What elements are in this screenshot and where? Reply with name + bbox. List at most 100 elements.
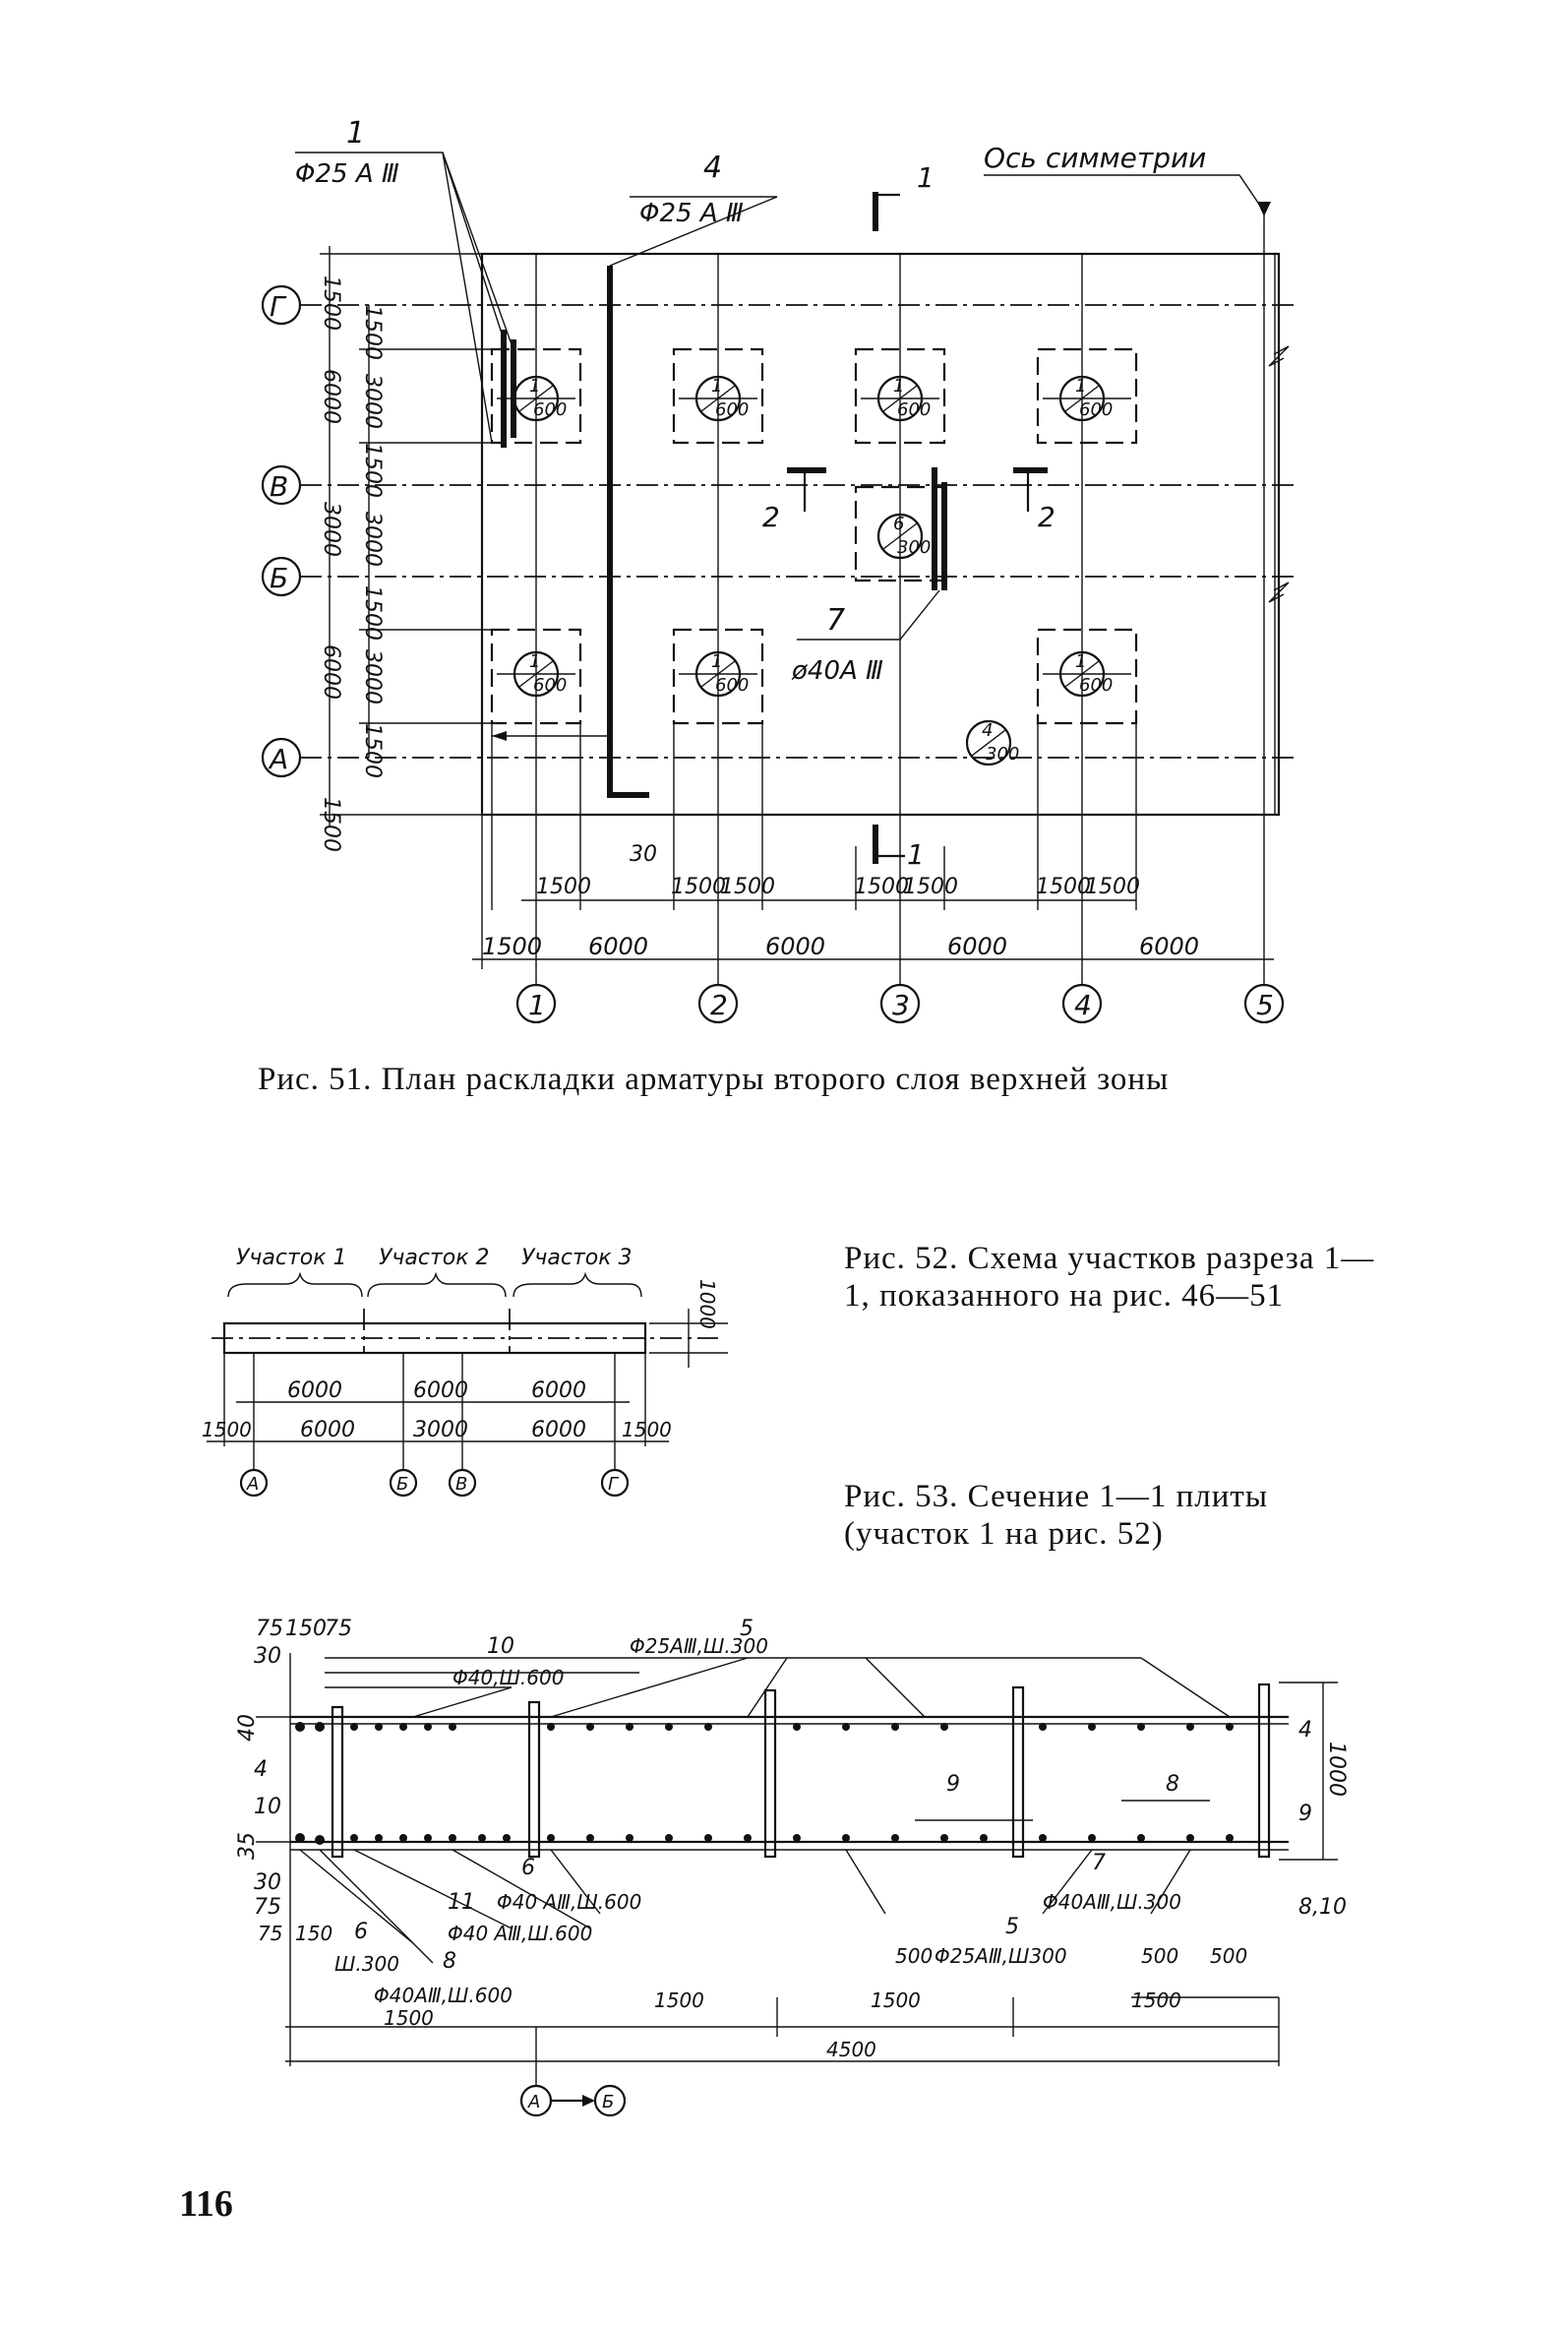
slab-outline [480, 252, 1281, 817]
f53-axis-a: А [527, 2092, 540, 2112]
mark-1d: 1 [1075, 376, 1086, 397]
fig51-caption: Рис. 51. План раскладки арматуры второго… [258, 1062, 1170, 1097]
leader1-num: 1 [346, 116, 365, 151]
top-bar-dots [295, 1722, 1234, 1732]
f53-right-4: 4 [1298, 1718, 1312, 1743]
axis-label-b: Б [270, 562, 288, 594]
mark-1d-sub: 600 [1079, 399, 1113, 420]
mark-1b: 1 [711, 376, 722, 397]
f53-top-dim-1: 150 [285, 1617, 327, 1641]
fig52-axis-g: Г [608, 1474, 620, 1495]
f53-lb-75: 75 [258, 1922, 282, 1945]
segment-2-label: Участок 2 [379, 1246, 490, 1270]
f53-right-1000: 1000 [1324, 1742, 1349, 1797]
mark-1g: 1 [1075, 651, 1086, 672]
dim-left-inner-0: 1500 [360, 305, 385, 360]
dim-left-inner-5: 3000 [360, 649, 385, 704]
dim-bottom-upper-0: 1500 [536, 875, 591, 899]
f53-1500-b: 1500 [871, 1988, 921, 2012]
f53-500-b: 500 [1141, 1944, 1178, 1968]
mark-1c: 1 [893, 376, 904, 397]
mark-4: 4 [982, 720, 993, 741]
f53-spec-bot4: Φ25AⅢ,Ш300 [935, 1944, 1067, 1968]
fig51-plan [261, 152, 1298, 1024]
dim-30: 30 [630, 842, 657, 867]
leader7-num: 7 [826, 603, 845, 638]
dim-left-inner-6: 1500 [360, 723, 385, 778]
dim-bottom-lower-3: 6000 [947, 933, 1007, 960]
f53-left-35: 35 [235, 1832, 260, 1860]
dim-left-inner-2: 1500 [360, 443, 385, 498]
f53-mid-8b: 8 [443, 1949, 456, 1974]
mark-1a: 1 [529, 376, 540, 397]
f53-spec-bot3: Φ40AⅢ,Ш.300 [1043, 1890, 1181, 1914]
fig52-scheme [207, 1271, 728, 1498]
f53-lb-sh300: Ш.300 [334, 1952, 399, 1976]
bottom-bar-dots [295, 1833, 1234, 1845]
axis-label-g: Г [270, 290, 287, 323]
dim-bottom-lower-2: 6000 [765, 933, 825, 960]
axis-col-label-1: 1 [528, 989, 546, 1021]
f53-left-75: 75 [254, 1895, 281, 1920]
dim-bottom-upper-5: 1500 [1036, 875, 1091, 899]
leader4-num: 4 [703, 151, 722, 185]
f53-top-dim-0: 75 [256, 1617, 283, 1641]
fig52-dim-upper-0: 6000 [287, 1378, 342, 1403]
f53-mid-6: 6 [521, 1856, 535, 1880]
f53-lb-150: 150 [295, 1922, 332, 1945]
dim-left-outer-1: 6000 [319, 369, 343, 424]
axis-col-label-2: 2 [710, 989, 728, 1021]
dim-bottom-upper-6: 1500 [1085, 875, 1140, 899]
mark-1f: 1 [711, 651, 722, 672]
bar-mark-labels: 1 600 1 600 1 600 1 600 6 300 1 600 1 60… [529, 376, 1113, 765]
fig52-dim-lower-3: 6000 [531, 1418, 586, 1442]
f53-mid-6b: 6 [354, 1920, 368, 1944]
f53-right-810: 8,10 [1298, 1895, 1347, 1920]
f53-spec-bot1: Φ40 AⅢ,Ш.600 [497, 1890, 641, 1914]
fig52-dim-lower-1: 6000 [300, 1418, 355, 1442]
f53-1500-c: 1500 [1131, 1988, 1181, 2012]
f53-lb-spec: Φ40AⅢ,Ш.600 [374, 1984, 513, 2007]
bar-4-line [607, 266, 649, 798]
axis-label-v: В [270, 470, 288, 503]
dim-left-inner-4: 1500 [360, 585, 385, 641]
dim-left-outer-0: 1500 [319, 275, 343, 331]
f53-1500-a: 1500 [654, 1988, 704, 2012]
f53-left-10: 10 [254, 1795, 281, 1819]
section1-top: 1 [917, 161, 935, 194]
mark-1e: 1 [529, 651, 540, 672]
fig52-caption: Рис. 52. Схема участков разреза 1—1, пок… [844, 1241, 1375, 1314]
mark-1e-sub: 600 [533, 675, 567, 696]
section2-right: 2 [1038, 501, 1055, 533]
dim-bottom-upper-3: 1500 [854, 875, 909, 899]
fig52-dim-lower-0: 1500 [202, 1418, 252, 1441]
f53-4500: 4500 [826, 2038, 876, 2061]
axis-col-label-5: 5 [1256, 989, 1274, 1021]
dim-left-outer-4: 1500 [319, 797, 343, 852]
dim-left-outer-3: 6000 [319, 644, 343, 700]
axis-col-label-3: 3 [892, 989, 910, 1021]
mark-1c-sub: 600 [897, 399, 931, 420]
f53-500-a: 500 [895, 1944, 933, 1968]
segment-3-label: Участок 3 [521, 1246, 633, 1270]
leader1-spec: Φ25 A Ⅲ [295, 159, 399, 189]
bar-mark-circles [497, 375, 1131, 766]
mark-4-sub: 300 [986, 744, 1019, 765]
mark-6: 6 [893, 514, 904, 534]
fig52-dim-upper-2: 6000 [531, 1378, 586, 1403]
left-dims: 1500 6000 3000 6000 1500 1500 3000 1500 … [319, 275, 385, 852]
f53-top-dim-3: 30 [254, 1644, 281, 1669]
fig52-axis-v: В [455, 1474, 467, 1495]
mark-1b-sub: 600 [715, 399, 749, 420]
fig52-dim-height: 1000 [695, 1279, 719, 1329]
mark-1a-sub: 600 [533, 399, 567, 420]
dim-left-outer-2: 3000 [319, 502, 343, 557]
mark-1f-sub: 600 [715, 675, 749, 696]
f53-mid-9: 9 [946, 1772, 960, 1797]
segment-1-label: Участок 1 [236, 1246, 347, 1270]
f53-mid-11: 11 [448, 1890, 475, 1915]
axis-label-a: А [268, 743, 288, 775]
dim-left-inner-3: 3000 [360, 512, 385, 567]
dim-left-inner-1: 3000 [360, 374, 385, 429]
